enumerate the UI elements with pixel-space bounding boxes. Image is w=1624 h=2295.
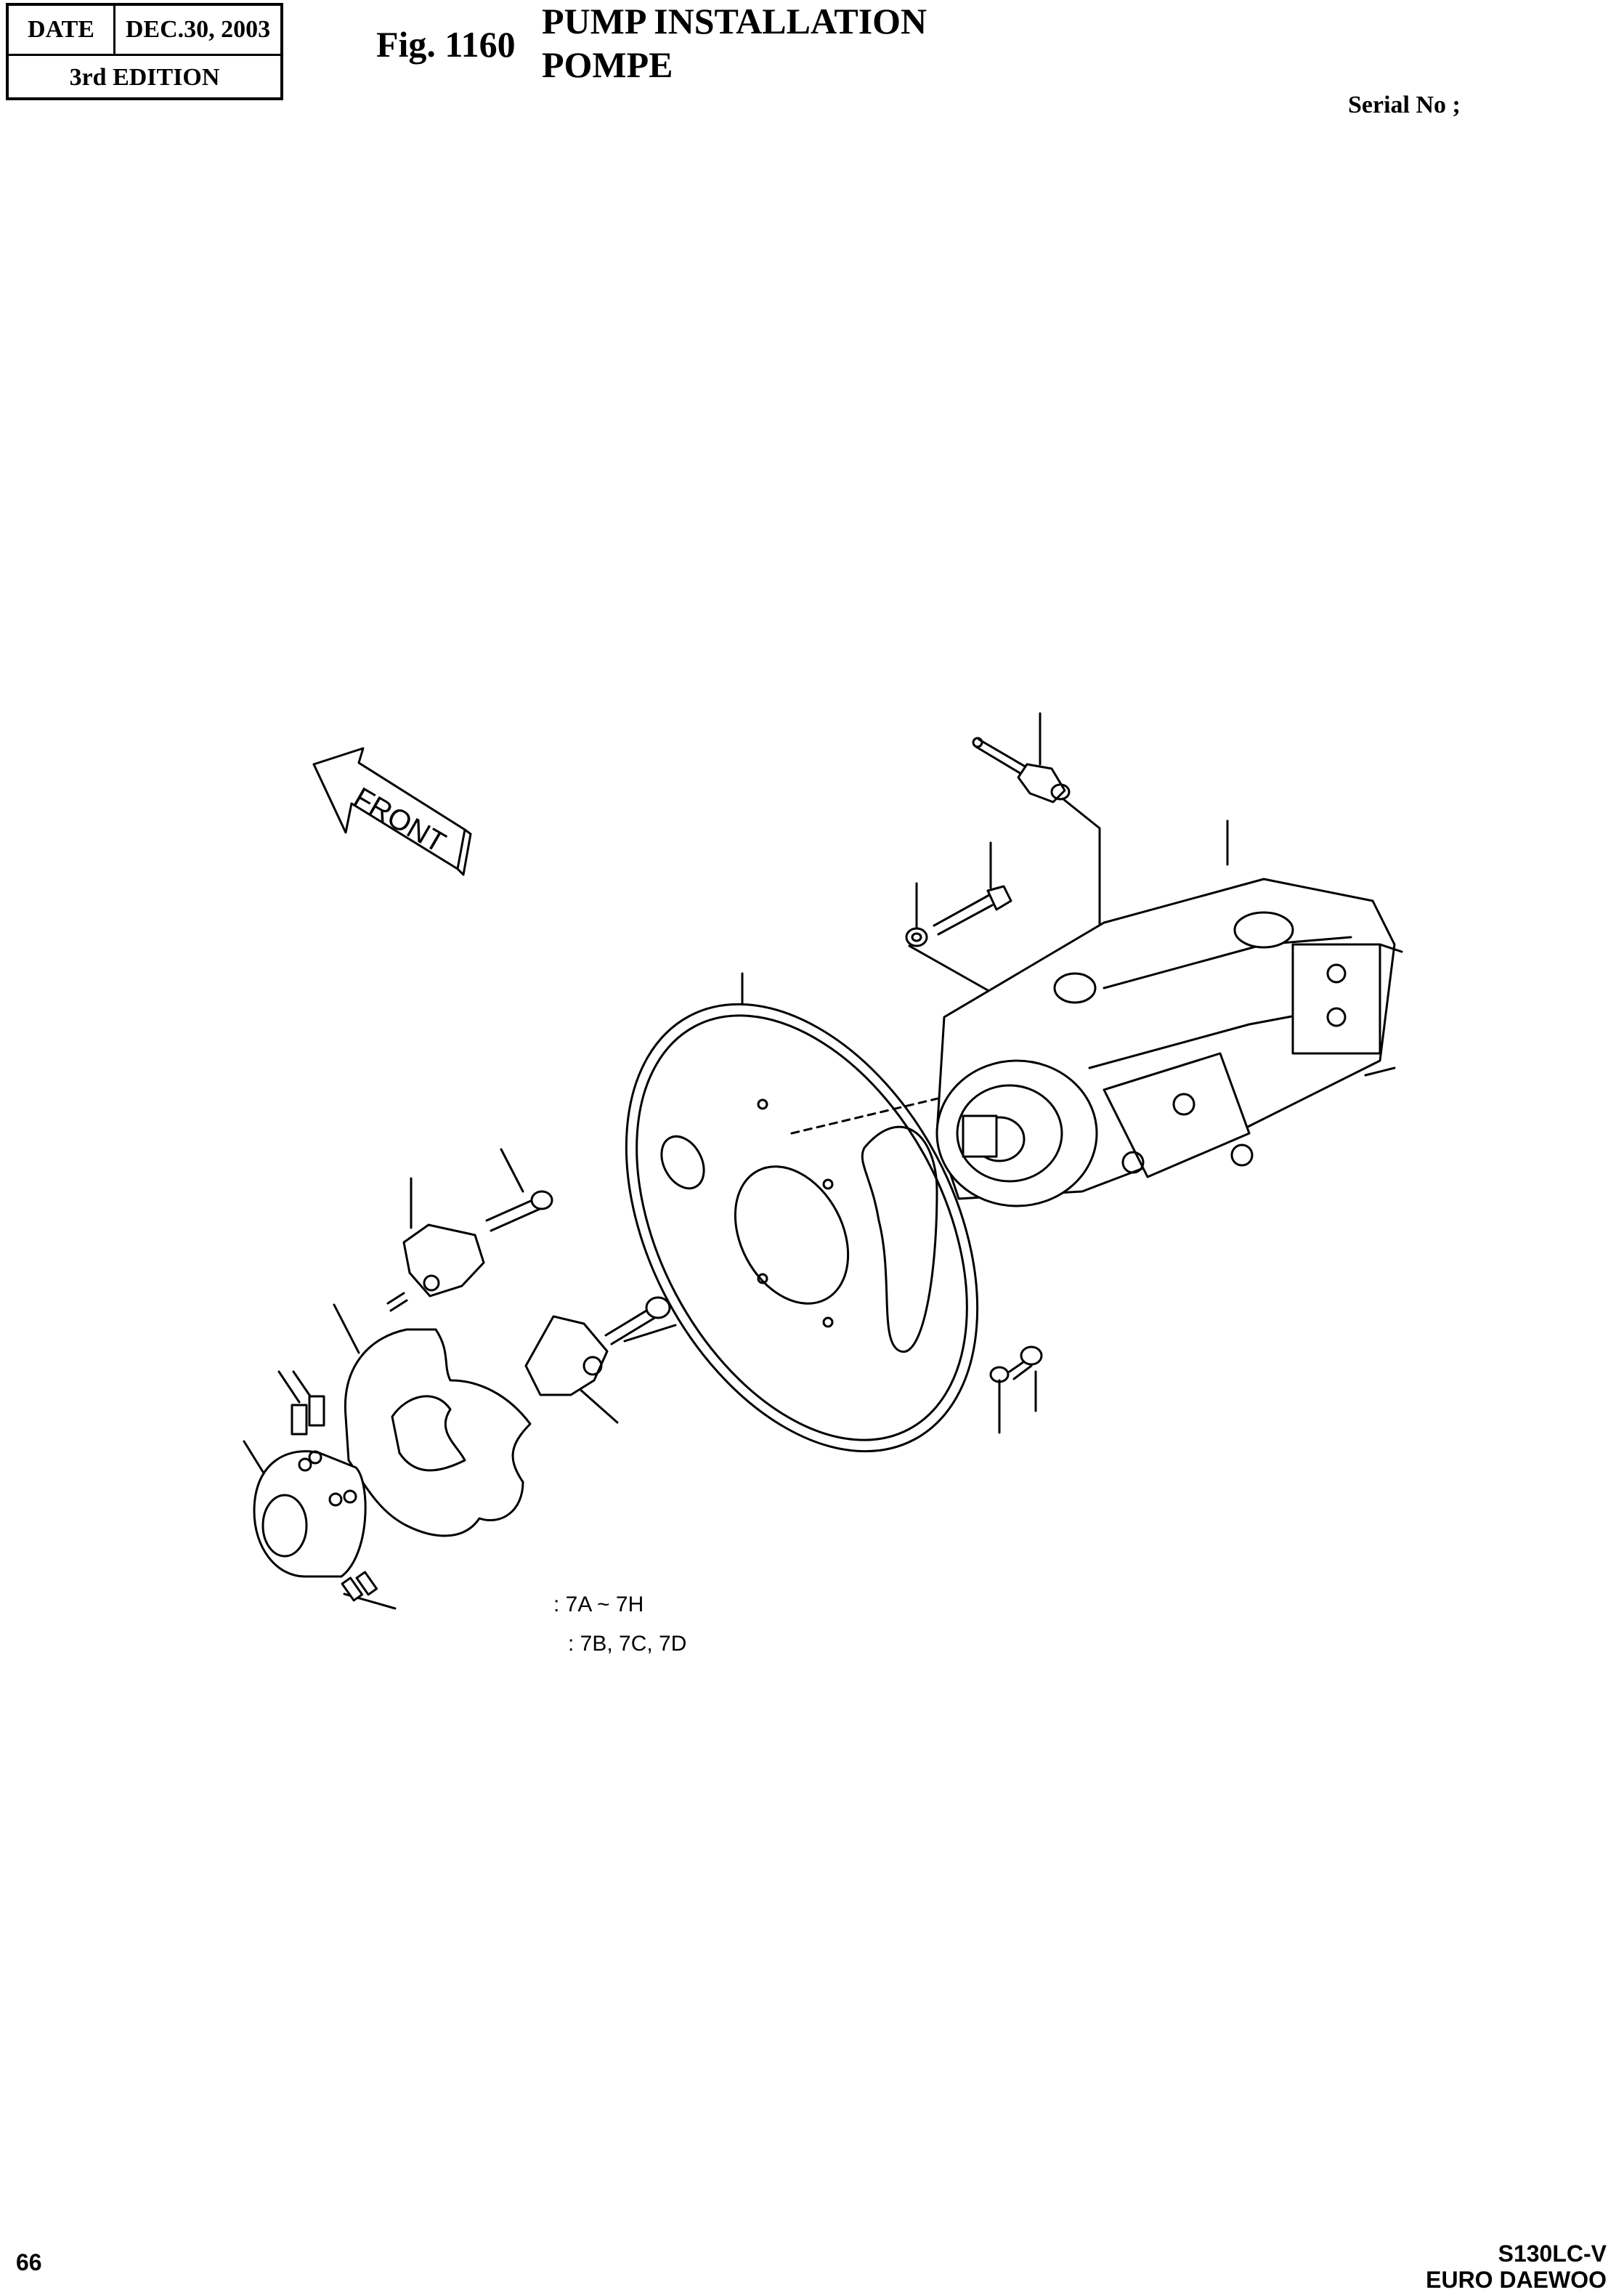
header-divider	[113, 6, 115, 54]
title-french: POMPE	[542, 44, 673, 85]
date-label: DATE	[28, 16, 94, 43]
page-number: 66	[16, 2249, 42, 2275]
note-range-7a-7h: : 7A ~ 7H	[553, 1592, 644, 1616]
pump-assembly	[935, 819, 1403, 1207]
edition-label: 3rd EDITION	[69, 64, 220, 91]
coupling-hub-middle	[524, 1296, 677, 1424]
front-arrow-icon: FRONT	[312, 747, 472, 876]
note-7b-7c-7d: : 7B, 7C, 7D	[568, 1632, 687, 1656]
bolt-upper	[905, 841, 1012, 1004]
rubber-element	[333, 1303, 532, 1537]
flywheel-housing-plate	[625, 972, 979, 1453]
coupling-hub-upper	[386, 1148, 553, 1312]
model-line2: EURO DAEWOO	[1426, 2267, 1607, 2293]
spline-hub	[243, 1370, 397, 1610]
header-row-date	[9, 6, 280, 56]
model-name: S130LC-V EURO DAEWOO	[1426, 2241, 1607, 2293]
small-bolt-lower	[989, 1345, 1043, 1434]
header-info-box: DATE DEC.30, 2003 3rd EDITION	[6, 3, 283, 100]
figure-number: Fig. 1160	[376, 24, 516, 65]
date-value: DEC.30, 2003	[125, 16, 271, 43]
model-line1: S130LC-V	[1498, 2241, 1607, 2267]
title-english: PUMP INSTALLATION	[542, 1, 927, 41]
serial-number-label: Serial No ;	[1348, 92, 1461, 118]
